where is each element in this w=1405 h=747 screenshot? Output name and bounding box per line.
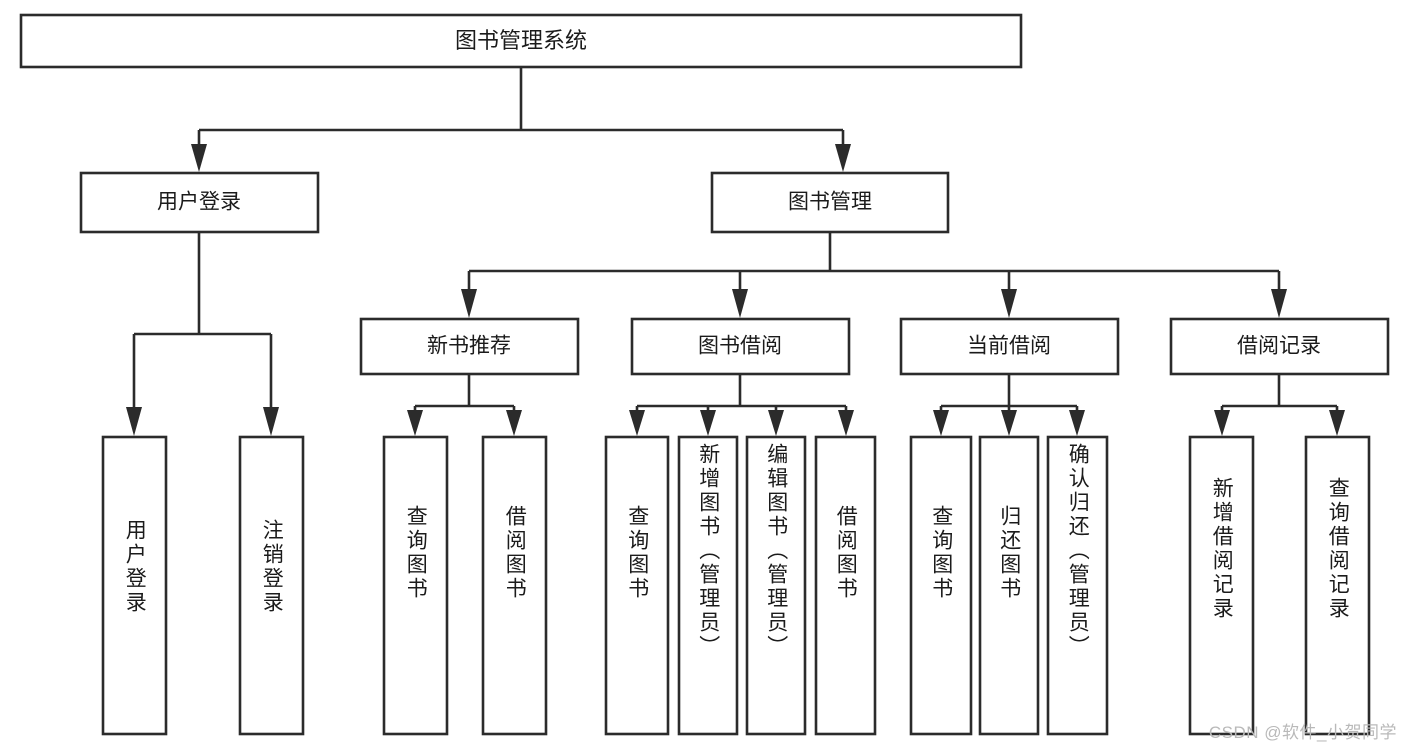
- arrow-head-icon: [933, 410, 949, 436]
- leaf-box-query-book-2[interactable]: [604, 435, 670, 736]
- watermark-text: CSDN @软件_小贺同学: [1208, 723, 1397, 742]
- arrow-head-icon: [1069, 410, 1085, 436]
- node-new-book-recommend-label: 新书推荐: [427, 335, 511, 358]
- node-book-management-label: 图书管理: [788, 191, 872, 214]
- leaf-box-add-book[interactable]: [677, 435, 739, 736]
- node-book-borrow[interactable]: 图书借阅: [630, 317, 851, 376]
- arrow-head-icon: [1271, 289, 1287, 318]
- leaf-box-edit-book[interactable]: [745, 435, 807, 736]
- leaf-box-return-book[interactable]: [978, 435, 1040, 736]
- connector-userlogin-to-leaves: [126, 232, 279, 436]
- arrow-head-icon: [506, 410, 522, 436]
- connector-bookborrow-to-leaves: [629, 374, 854, 436]
- leaf-box-add-record[interactable]: [1188, 435, 1255, 736]
- connector-borrowrecord-to-leaves: [1214, 374, 1345, 436]
- arrow-head-icon: [191, 144, 207, 172]
- leaf-box-borrow-book-2[interactable]: [814, 435, 877, 736]
- arrow-head-icon: [461, 289, 477, 318]
- arrow-head-icon: [407, 410, 423, 436]
- node-borrow-record[interactable]: 借阅记录: [1169, 317, 1390, 376]
- arrow-head-icon: [700, 410, 716, 436]
- node-user-login-label: 用户登录: [157, 191, 241, 214]
- node-new-book-recommend[interactable]: 新书推荐: [359, 317, 580, 376]
- arrow-head-icon: [732, 289, 748, 318]
- connector-currentborrow-to-leaves: [933, 374, 1085, 436]
- leaf-box-query-record[interactable]: [1304, 435, 1371, 736]
- arrow-head-icon: [1214, 410, 1230, 436]
- leaf-box-user-login[interactable]: [101, 435, 168, 736]
- node-current-borrow-label: 当前借阅: [967, 335, 1051, 358]
- connector-newbook-to-leaves: [407, 374, 522, 436]
- leaf-box-borrow-book-1[interactable]: [481, 435, 548, 736]
- node-book-management[interactable]: 图书管理: [710, 171, 950, 234]
- node-user-login[interactable]: 用户登录: [79, 171, 320, 234]
- leaf-box-query-book-1[interactable]: [382, 435, 449, 736]
- arrow-head-icon: [1001, 289, 1017, 318]
- arrow-head-icon: [263, 407, 279, 436]
- leaf-node-group-borrow-record: [1188, 435, 1371, 736]
- node-root[interactable]: 图书管理系统: [19, 13, 1023, 69]
- leaf-box-logout[interactable]: [238, 435, 305, 736]
- leaf-node-group-new-book: [382, 435, 548, 736]
- arrow-head-icon: [838, 410, 854, 436]
- node-borrow-record-label: 借阅记录: [1237, 335, 1321, 358]
- leaf-node-group-book-borrow: [604, 435, 877, 736]
- leaf-box-query-book-3[interactable]: [909, 435, 973, 736]
- arrow-head-icon: [768, 410, 784, 436]
- node-book-borrow-label: 图书借阅: [698, 335, 782, 358]
- node-current-borrow[interactable]: 当前借阅: [899, 317, 1120, 376]
- arrow-head-icon: [1329, 410, 1345, 436]
- arrow-head-icon: [1001, 410, 1017, 436]
- leaf-node-group-user-login: [101, 435, 305, 736]
- connector-bookmgmt-to-level3: [461, 232, 1287, 318]
- arrow-head-icon: [629, 410, 645, 436]
- arrow-head-icon: [126, 407, 142, 436]
- node-root-label: 图书管理系统: [455, 28, 587, 53]
- leaf-box-confirm-return[interactable]: [1046, 435, 1109, 736]
- leaf-node-group-current-borrow: [909, 435, 1109, 736]
- connector-root-to-level2: [191, 67, 851, 172]
- arrow-head-icon: [835, 144, 851, 172]
